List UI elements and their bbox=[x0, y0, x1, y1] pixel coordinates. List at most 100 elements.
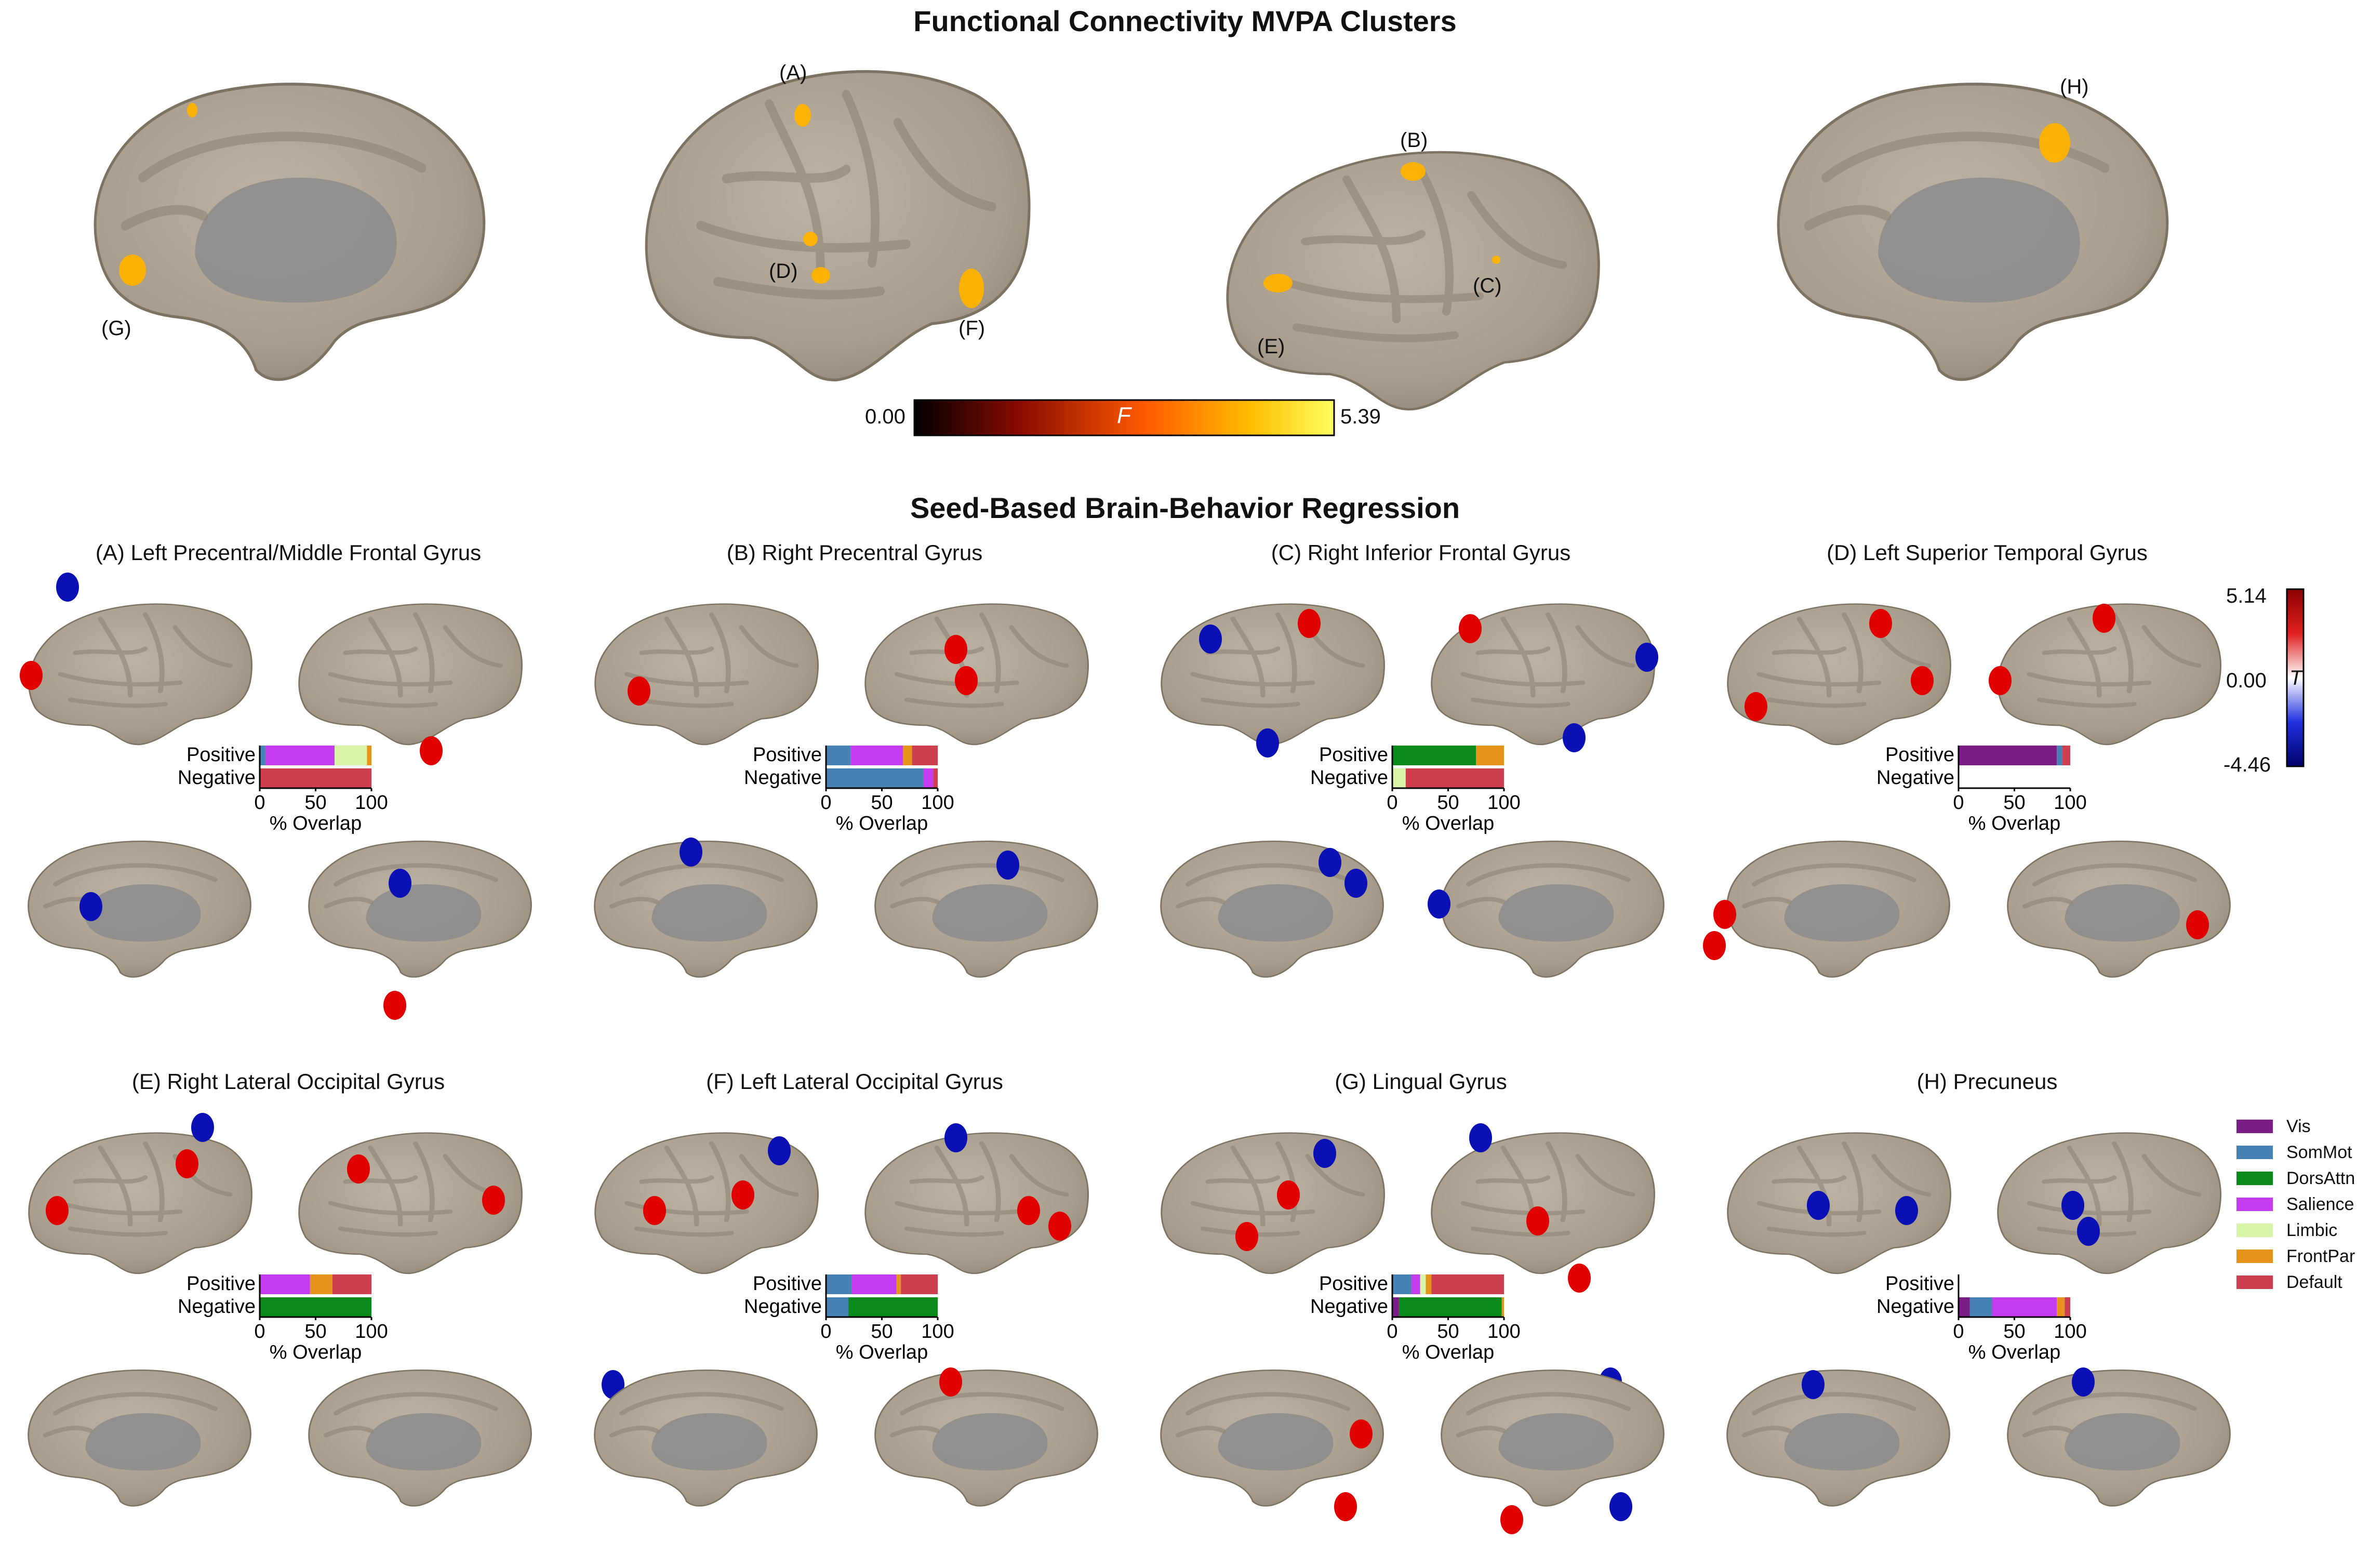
panel-title: (F) Left Lateral Occipital Gyrus bbox=[706, 1069, 1003, 1094]
tick-label: 100 bbox=[355, 1321, 388, 1343]
activation-cluster bbox=[1235, 1222, 1258, 1251]
x-axis-label: % Overlap bbox=[270, 813, 362, 834]
negative-label: Negative bbox=[744, 767, 822, 789]
bar-segment-salience bbox=[850, 746, 903, 765]
activation-cluster bbox=[1895, 1196, 1918, 1225]
tick-label: 0 bbox=[254, 1321, 265, 1343]
activation-cluster bbox=[1277, 1180, 1300, 1210]
activation-cluster bbox=[46, 1196, 69, 1225]
activation-cluster bbox=[1199, 624, 1222, 654]
legend-swatch bbox=[2236, 1146, 2273, 1159]
activation-cluster bbox=[996, 851, 1019, 880]
activation-cluster bbox=[482, 1186, 505, 1215]
activation-cluster bbox=[1807, 1191, 1830, 1220]
activation-cluster bbox=[1713, 900, 1736, 929]
positive-label: Positive bbox=[753, 746, 822, 766]
tick-label: 100 bbox=[1487, 1321, 1520, 1343]
bar-segment-frontpar bbox=[1426, 1274, 1432, 1294]
bar-segment-frontpar bbox=[896, 1274, 901, 1294]
negative-label: Negative bbox=[744, 1296, 822, 1318]
activation-cluster bbox=[191, 1113, 214, 1142]
bar-segment-frontpar bbox=[903, 746, 912, 765]
activation-cluster bbox=[1459, 614, 1482, 643]
activation-cluster bbox=[2093, 604, 2115, 633]
activation-cluster bbox=[1428, 889, 1450, 919]
f-colorbar-symbol: F bbox=[1117, 403, 1131, 428]
panel-title: (B) Right Precentral Gyrus bbox=[726, 540, 983, 565]
negative-label: Negative bbox=[1310, 767, 1388, 789]
tick-label: 50 bbox=[871, 792, 893, 814]
legend-swatch bbox=[2236, 1224, 2273, 1237]
tick-label: 100 bbox=[921, 792, 954, 814]
legend-item-frontpar: FrontPar bbox=[2236, 1243, 2355, 1269]
activation-cluster bbox=[2061, 1191, 2084, 1220]
top-label-d: (D) bbox=[769, 260, 798, 283]
tick-label: 50 bbox=[304, 1321, 326, 1343]
bar-segment-default bbox=[260, 768, 371, 788]
bar-segment-dorsattn bbox=[260, 1297, 371, 1317]
top-label-e: (E) bbox=[1257, 335, 1285, 358]
tick-label: 0 bbox=[820, 1321, 831, 1343]
x-axis-label: % Overlap bbox=[1402, 1341, 1494, 1363]
bar-segment-salience bbox=[260, 1274, 310, 1294]
activation-cluster bbox=[731, 1180, 754, 1210]
bar-segment-vis bbox=[1392, 1297, 1399, 1317]
legend-swatch bbox=[2236, 1275, 2273, 1289]
activation-cluster bbox=[1563, 723, 1586, 752]
top-label-h: (H) bbox=[2060, 75, 2089, 98]
bar-segment-dorsattn bbox=[1392, 746, 1476, 765]
activation-cluster bbox=[1500, 1505, 1523, 1534]
bar-segment-dorsattn bbox=[1399, 1297, 1502, 1317]
bar-segment-default bbox=[901, 1274, 938, 1294]
t-colorbar bbox=[2286, 588, 2305, 767]
top-label-c: (C) bbox=[1473, 274, 1502, 297]
tick-label: 50 bbox=[304, 792, 326, 814]
legend-item-limbic: Limbic bbox=[2236, 1217, 2355, 1243]
tick-label: 100 bbox=[921, 1321, 954, 1343]
x-axis-label: % Overlap bbox=[836, 813, 928, 834]
bar-segment-salience bbox=[851, 1274, 897, 1294]
bar-segment-limbic bbox=[335, 746, 367, 765]
bar-segment-sommot bbox=[826, 746, 851, 765]
bar-segment-limbic bbox=[1392, 768, 1406, 788]
activation-cluster bbox=[1344, 869, 1367, 898]
legend-item-dorsattn: DorsAttn bbox=[2236, 1165, 2355, 1191]
bar-segment-sommot bbox=[1392, 1274, 1412, 1294]
t-colorbar-min: -4.46 bbox=[2223, 753, 2271, 776]
bar-segment-default bbox=[912, 746, 938, 765]
tick-label: 100 bbox=[2054, 1321, 2086, 1343]
activation-cluster bbox=[1745, 692, 1767, 721]
tick-label: 100 bbox=[355, 792, 388, 814]
activation-cluster bbox=[1609, 1492, 1632, 1521]
legend-item-sommot: SomMot bbox=[2236, 1139, 2355, 1165]
activation-cluster bbox=[1350, 1419, 1373, 1449]
bar-segment-default bbox=[1405, 768, 1504, 788]
positive-label: Positive bbox=[1885, 746, 1954, 766]
activation-cluster bbox=[389, 869, 411, 898]
activation-cluster bbox=[768, 1136, 791, 1165]
bar-segment-frontpar bbox=[1501, 1297, 1504, 1317]
positive-label: Positive bbox=[1319, 1274, 1388, 1295]
bar-segment-default bbox=[2065, 1297, 2070, 1317]
tick-label: 0 bbox=[1953, 792, 1964, 814]
bar-segment-vis bbox=[1959, 1297, 1970, 1317]
activation-cluster bbox=[1802, 1370, 1825, 1399]
tick-label: 50 bbox=[1437, 1321, 1459, 1343]
legend-item-vis: Vis bbox=[2236, 1113, 2355, 1139]
legend-item-default: Default bbox=[2236, 1269, 2355, 1295]
legend-item-salience: Salience bbox=[2236, 1191, 2355, 1217]
activation-cluster bbox=[1635, 643, 1658, 672]
bar-segment-sommot bbox=[260, 746, 265, 765]
top-label-g: (G) bbox=[101, 317, 131, 340]
tick-label: 50 bbox=[1437, 792, 1459, 814]
positive-label: Positive bbox=[187, 1274, 256, 1295]
positive-label: Positive bbox=[753, 1274, 822, 1295]
activation-cluster bbox=[944, 1123, 967, 1152]
tick-label: 50 bbox=[871, 1321, 893, 1343]
bar-segment-default bbox=[2062, 746, 2070, 765]
